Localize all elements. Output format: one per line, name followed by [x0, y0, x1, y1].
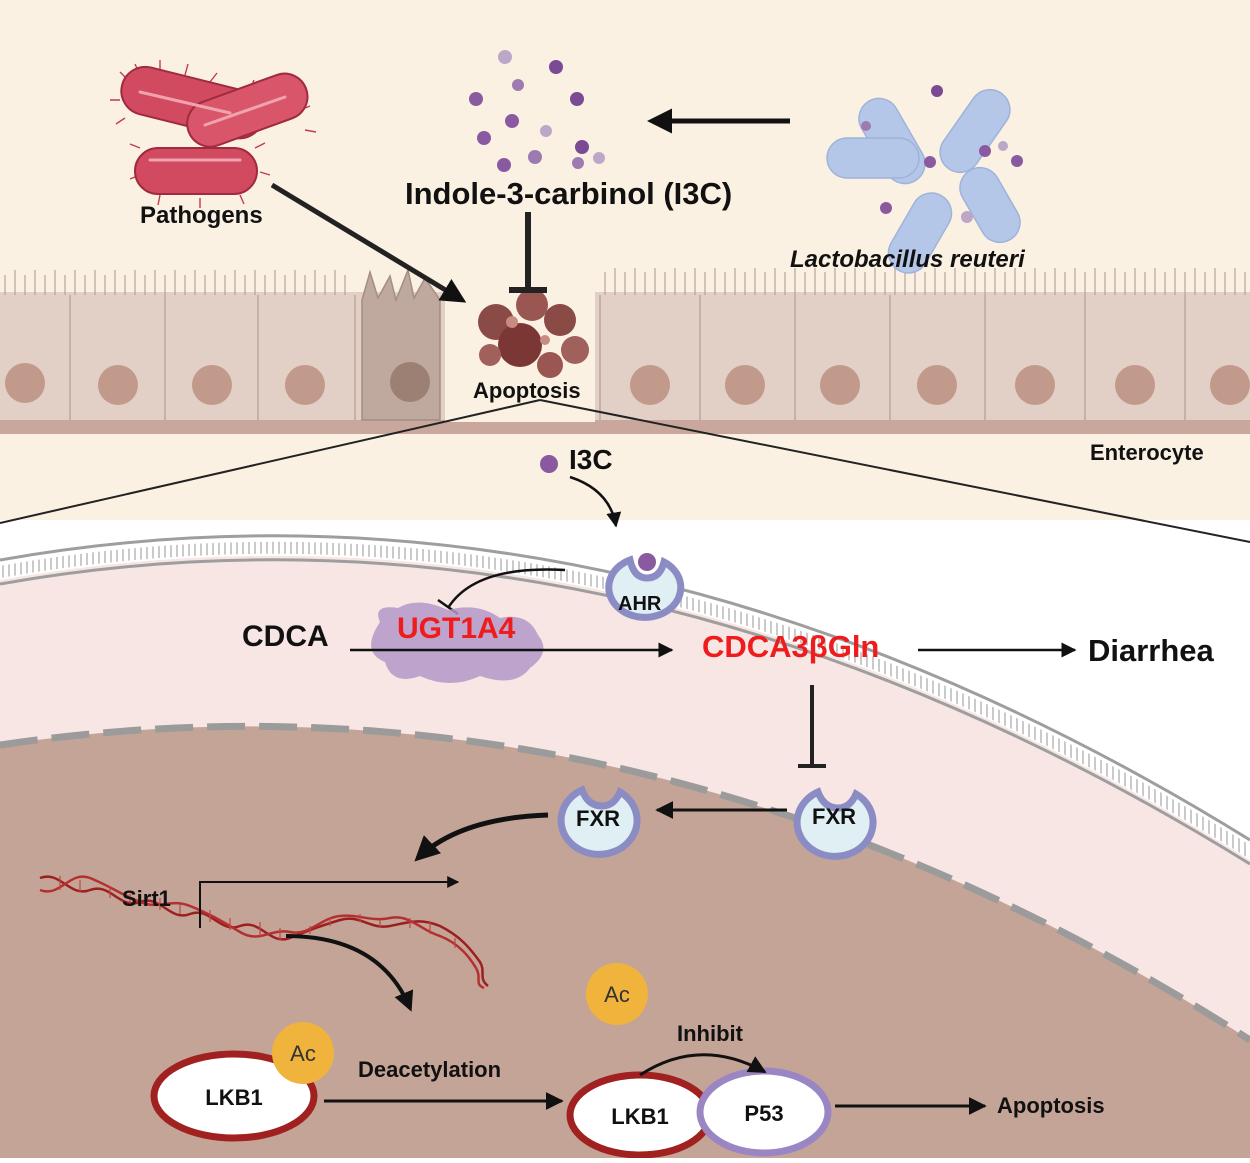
pathogen-arrow — [270, 182, 467, 303]
i3c-molecules-icon — [469, 50, 605, 172]
lkb1-right-label: LKB1 — [611, 1104, 668, 1129]
diarrhea-label: Diarrhea — [1088, 633, 1215, 668]
sirt1-expression-arrow — [285, 934, 414, 1012]
zoom-line-left — [0, 399, 541, 524]
apoptosis-top-label: Apoptosis — [473, 378, 581, 403]
cdca3bgln-label: CDCA3βGln — [702, 629, 879, 664]
lkb1-acetylated-icon — [150, 1050, 318, 1142]
fxr-to-sirt1-arrow — [414, 812, 549, 862]
lkb1-left-label: LKB1 — [205, 1085, 262, 1110]
i3c-molecule-icon — [540, 455, 558, 473]
acetyl-bound-label: Ac — [290, 1041, 316, 1066]
acetyl-free-icon — [586, 963, 648, 1025]
inhibit-label: Inhibit — [677, 1021, 744, 1046]
nuclear-envelope — [0, 722, 1250, 1043]
cdca-label: CDCA — [242, 620, 329, 653]
enterocyte-label: Enterocyte — [1090, 440, 1204, 465]
ahr-label: AHR — [618, 593, 662, 615]
epithelium — [0, 262, 1250, 434]
ahr-receptor-icon — [605, 553, 685, 621]
acetyl-free-label: Ac — [604, 982, 630, 1007]
fxr-inhibition-bar — [798, 685, 826, 768]
fxr-right-label: FXR — [812, 804, 856, 829]
ugt1a4-label: UGT1A4 — [397, 612, 516, 645]
i3c-entry-arrow — [569, 475, 622, 528]
pathogens-icon — [110, 60, 317, 208]
dna-helix-icon — [39, 875, 489, 990]
i3c-label: I3C — [569, 444, 613, 475]
p53-label: P53 — [744, 1101, 783, 1126]
apoptosis-bottom-label: Apoptosis — [997, 1093, 1105, 1118]
ugt1a4-enzyme-icon — [371, 602, 544, 683]
pathogens-label: Pathogens — [140, 202, 263, 229]
deacetylation-label: Deacetylation — [358, 1057, 501, 1082]
lactobacillus-icon — [826, 85, 1023, 274]
lactobacillus-label: Lactobacillus reuteri — [790, 246, 1026, 273]
sirt1-label: Sirt1 — [122, 886, 171, 911]
sirt1-transcription-arrow — [199, 876, 460, 928]
acetyl-bound-icon — [272, 1022, 334, 1084]
fxr-left-label: FXR — [576, 806, 620, 831]
inhibit-arrow — [639, 1053, 767, 1077]
apoptotic-cell-icon — [478, 289, 589, 378]
zoom-line-right — [539, 399, 1250, 543]
i3c-inhibition-bar — [509, 212, 547, 293]
i3c-title-label: Indole-3-carbinol (I3C) — [405, 176, 732, 211]
fxr-receptor-right-icon — [793, 787, 877, 860]
fxr-receptor-left-icon — [557, 785, 641, 858]
